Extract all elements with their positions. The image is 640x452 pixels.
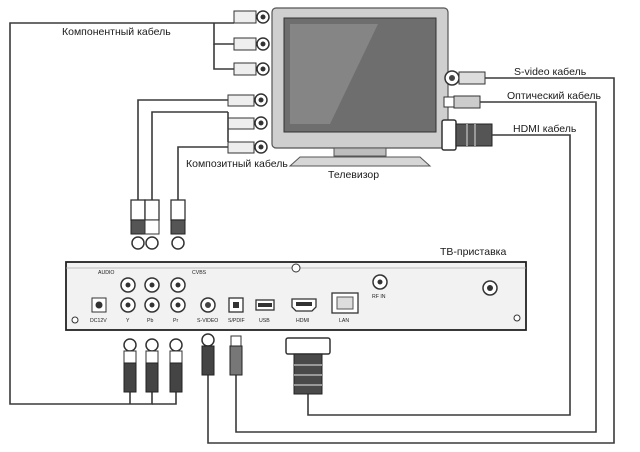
component-plugs-box (123, 338, 183, 393)
component-plugs-tv (233, 10, 270, 76)
composite-plugs-tv (227, 93, 268, 154)
svideo-cable-label: S-video кабель (514, 66, 587, 78)
set-top-box (65, 261, 527, 331)
port-label-audio: AUDIO (98, 270, 114, 276)
port-label-dc: DC12V (90, 318, 107, 324)
port-label-usb: USB (259, 318, 270, 324)
port-label-spdif: S/PDIF (228, 318, 245, 324)
port-label-hdmi: HDMI (296, 318, 309, 324)
port-label-lan: LAN (339, 318, 349, 324)
tv-stand (288, 156, 432, 167)
optical-cable-label: Оптический кабель (507, 90, 602, 102)
tv (271, 7, 449, 167)
hdmi-plug-tv (441, 119, 493, 151)
port-label-svideo: S-VIDEO (197, 318, 218, 324)
screw-top (291, 263, 301, 273)
screw-left (71, 316, 79, 324)
port-label-pb: Pb (147, 318, 153, 324)
component-cable-label: Компонентный кабель (62, 26, 171, 38)
stb-body (65, 261, 527, 331)
svideo-plug-tv (444, 70, 486, 86)
hdmi-cable-label: HDMI кабель (513, 123, 577, 135)
svideo-plug-box (201, 333, 215, 376)
port-label-cvbs: CVBS (192, 270, 207, 276)
wires (9, 22, 615, 444)
optical-plug-tv (443, 95, 481, 109)
stb-label: ТВ-приставка (440, 246, 506, 258)
tv-label: Телевизор (328, 169, 379, 181)
screw-right (513, 314, 521, 322)
tv-neck (333, 147, 387, 157)
composite-plugs-box (130, 199, 186, 250)
port-label-rfin: RF IN (372, 294, 386, 300)
rca-group (120, 277, 186, 313)
port-label-pr: Pr (173, 318, 178, 324)
hdmi-plug-box (285, 337, 331, 395)
tv-screen-glare (290, 24, 378, 124)
composite-cable-label: Композитный кабель (186, 158, 288, 170)
port-label-y: Y (126, 318, 130, 324)
optical-plug-box (229, 335, 243, 376)
